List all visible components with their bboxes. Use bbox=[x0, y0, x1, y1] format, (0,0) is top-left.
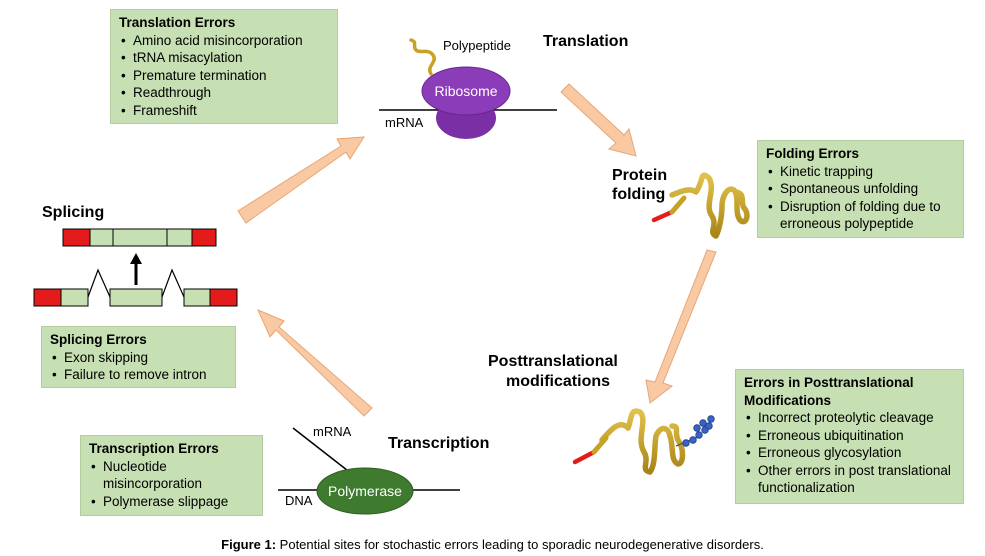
folding-errors-box: Folding Errors Kinetic trapping Spontane… bbox=[757, 140, 964, 238]
transcription-errors-title: Transcription Errors bbox=[89, 441, 219, 456]
folding-error-item: Disruption of folding due to erroneous p… bbox=[766, 198, 955, 233]
translation-error-item: Amino acid misincorporation bbox=[119, 32, 329, 50]
ptm-error-item: Erroneous ubiquitination bbox=[744, 427, 955, 445]
ptm-error-item: Incorrect proteolytic cleavage bbox=[744, 409, 955, 427]
spliced-mrna bbox=[62, 228, 217, 247]
translation-label: Translation bbox=[543, 33, 629, 50]
caption-text: Potential sites for stochastic errors le… bbox=[276, 537, 764, 552]
ptm-label-line1: Posttranslational bbox=[488, 353, 618, 370]
transcription-label: Transcription bbox=[388, 435, 490, 452]
splicing-errors-box: Splicing Errors Exon skipping Failure to… bbox=[41, 326, 236, 388]
splicing-label: Splicing bbox=[42, 204, 105, 221]
ptm-error-item: Other errors in post translational funct… bbox=[744, 462, 955, 497]
figure-caption: Figure 1: Potential sites for stochastic… bbox=[0, 537, 985, 553]
caption-prefix: Figure 1: bbox=[221, 537, 277, 552]
mrna-top-label: mRNA bbox=[385, 115, 424, 130]
ptm-errors-box: Errors in Posttranslational Modification… bbox=[735, 369, 964, 504]
mrna-strand-bottom bbox=[292, 427, 353, 475]
translation-error-item: Frameshift bbox=[119, 102, 329, 120]
arrow-folding-to-ptm bbox=[645, 249, 717, 404]
arrow-transcription-to-splicing bbox=[257, 309, 373, 417]
glycan-chain-icon bbox=[682, 415, 715, 447]
transcription-error-item: Polymerase slippage bbox=[89, 493, 254, 511]
polymerase-label: Polymerase bbox=[328, 483, 402, 499]
folding-errors-title: Folding Errors bbox=[766, 146, 860, 161]
ribosome-large-subunit bbox=[421, 66, 511, 116]
arrow-splicing-to-translation bbox=[237, 136, 365, 224]
translation-errors-box: Translation Errors Amino acid misincorpo… bbox=[110, 9, 338, 124]
polymerase-shape bbox=[316, 467, 414, 515]
polypeptide-chain bbox=[409, 38, 436, 76]
translation-error-item: Readthrough bbox=[119, 84, 329, 102]
translation-errors-title: Translation Errors bbox=[119, 15, 236, 30]
ptm-errors-title: Errors in Posttranslational Modification… bbox=[744, 375, 914, 408]
splicing-errors-title: Splicing Errors bbox=[50, 332, 147, 347]
ptm-label-line2: modifications bbox=[506, 373, 611, 390]
transcription-error-item: Nucleotide misincorporation bbox=[89, 458, 254, 493]
splicing-error-item: Failure to remove intron bbox=[50, 366, 227, 384]
transcription-errors-box: Transcription Errors Nucleotide misincor… bbox=[80, 435, 263, 516]
mrna-bottom-label: mRNA bbox=[313, 424, 352, 439]
splicing-error-item: Exon skipping bbox=[50, 349, 227, 367]
protein-folding-label-line1: Protein bbox=[612, 167, 668, 184]
modified-protein-icon bbox=[572, 408, 715, 475]
translation-error-item: Premature termination bbox=[119, 67, 329, 85]
dna-label: DNA bbox=[285, 493, 313, 508]
protein-folding-label-line2: folding bbox=[612, 186, 666, 203]
folding-error-item: Spontaneous unfolding bbox=[766, 180, 955, 198]
ribosome-label: Ribosome bbox=[434, 83, 498, 99]
arrow-translation-to-folding bbox=[560, 83, 637, 157]
folding-error-item: Kinetic trapping bbox=[766, 163, 955, 181]
polypeptide-label: Polypeptide bbox=[443, 38, 511, 53]
up-arrow-icon bbox=[130, 253, 142, 285]
folded-protein-icon bbox=[651, 172, 750, 239]
ptm-error-item: Erroneous glycosylation bbox=[744, 444, 955, 462]
translation-error-item: tRNA misacylation bbox=[119, 49, 329, 67]
pre-mrna bbox=[33, 268, 238, 307]
